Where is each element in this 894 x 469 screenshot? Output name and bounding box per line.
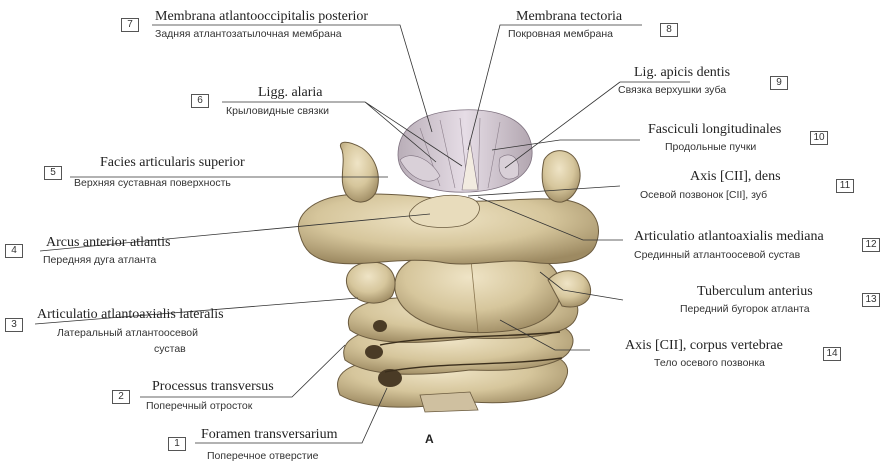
label-number: 8 bbox=[660, 23, 678, 37]
label-number: 12 bbox=[862, 238, 880, 252]
label-russian: Верхняя суставная поверхность bbox=[74, 178, 231, 189]
label-latin: Membrana atlantooccipitalis posterior bbox=[155, 10, 368, 24]
figure-letter: A bbox=[425, 432, 434, 446]
label-russian: Продольные пучки bbox=[665, 142, 756, 153]
label-russian: Задняя атлантозатылочная мембрана bbox=[155, 29, 342, 40]
label-latin: Facies articularis superior bbox=[100, 156, 245, 170]
label-russian: Передняя дуга атланта bbox=[43, 255, 156, 266]
label-latin: Fasciculi longitudinales bbox=[648, 123, 781, 137]
label-number: 4 bbox=[5, 244, 23, 258]
label-latin: Foramen transversarium bbox=[201, 428, 337, 442]
label-russian: Связка верхушки зуба bbox=[618, 85, 726, 96]
label-russian: Срединный атлантоосевой сустав bbox=[634, 250, 800, 261]
label-number: 10 bbox=[810, 131, 828, 145]
label-russian: Крыловидные связки bbox=[226, 106, 329, 117]
label-russian: Латеральный атлантоосевой bbox=[57, 328, 198, 339]
label-latin: Ligg. alaria bbox=[258, 86, 323, 100]
label-number: 3 bbox=[5, 318, 23, 332]
label-number: 5 bbox=[44, 166, 62, 180]
label-latin: Articulatio atlantoaxialis mediana bbox=[634, 230, 824, 244]
label-number: 1 bbox=[168, 437, 186, 451]
label-russian: Поперечное отверстие bbox=[207, 451, 318, 462]
label-number: 13 bbox=[862, 293, 880, 307]
label-number: 14 bbox=[823, 347, 841, 361]
label-number: 6 bbox=[191, 94, 209, 108]
label-number: 9 bbox=[770, 76, 788, 90]
label-latin: Axis [CII], corpus vertebrae bbox=[625, 339, 783, 353]
label-latin: Tuberculum anterius bbox=[697, 285, 813, 299]
label-russian: Тело осевого позвонка bbox=[654, 358, 765, 369]
label-number: 11 bbox=[836, 179, 854, 193]
label-latin: Membrana tectoria bbox=[516, 10, 622, 24]
label-latin: Processus transversus bbox=[152, 380, 274, 394]
label-number: 2 bbox=[112, 390, 130, 404]
label-russian-cont: сустав bbox=[154, 344, 186, 355]
label-latin: Lig. apicis dentis bbox=[634, 66, 730, 80]
label-russian: Покровная мембрана bbox=[508, 29, 613, 40]
label-russian: Поперечный отросток bbox=[146, 401, 252, 412]
label-number: 7 bbox=[121, 18, 139, 32]
label-latin: Articulatio atlantoaxialis lateralis bbox=[37, 308, 224, 322]
membranes bbox=[398, 110, 532, 192]
label-latin: Axis [CII], dens bbox=[690, 170, 781, 184]
label-russian: Передний бугорок атланта bbox=[680, 304, 810, 315]
label-latin: Arcus anterior atlantis bbox=[46, 236, 170, 250]
label-russian: Осевой позвонок [CII], зуб bbox=[640, 190, 767, 201]
